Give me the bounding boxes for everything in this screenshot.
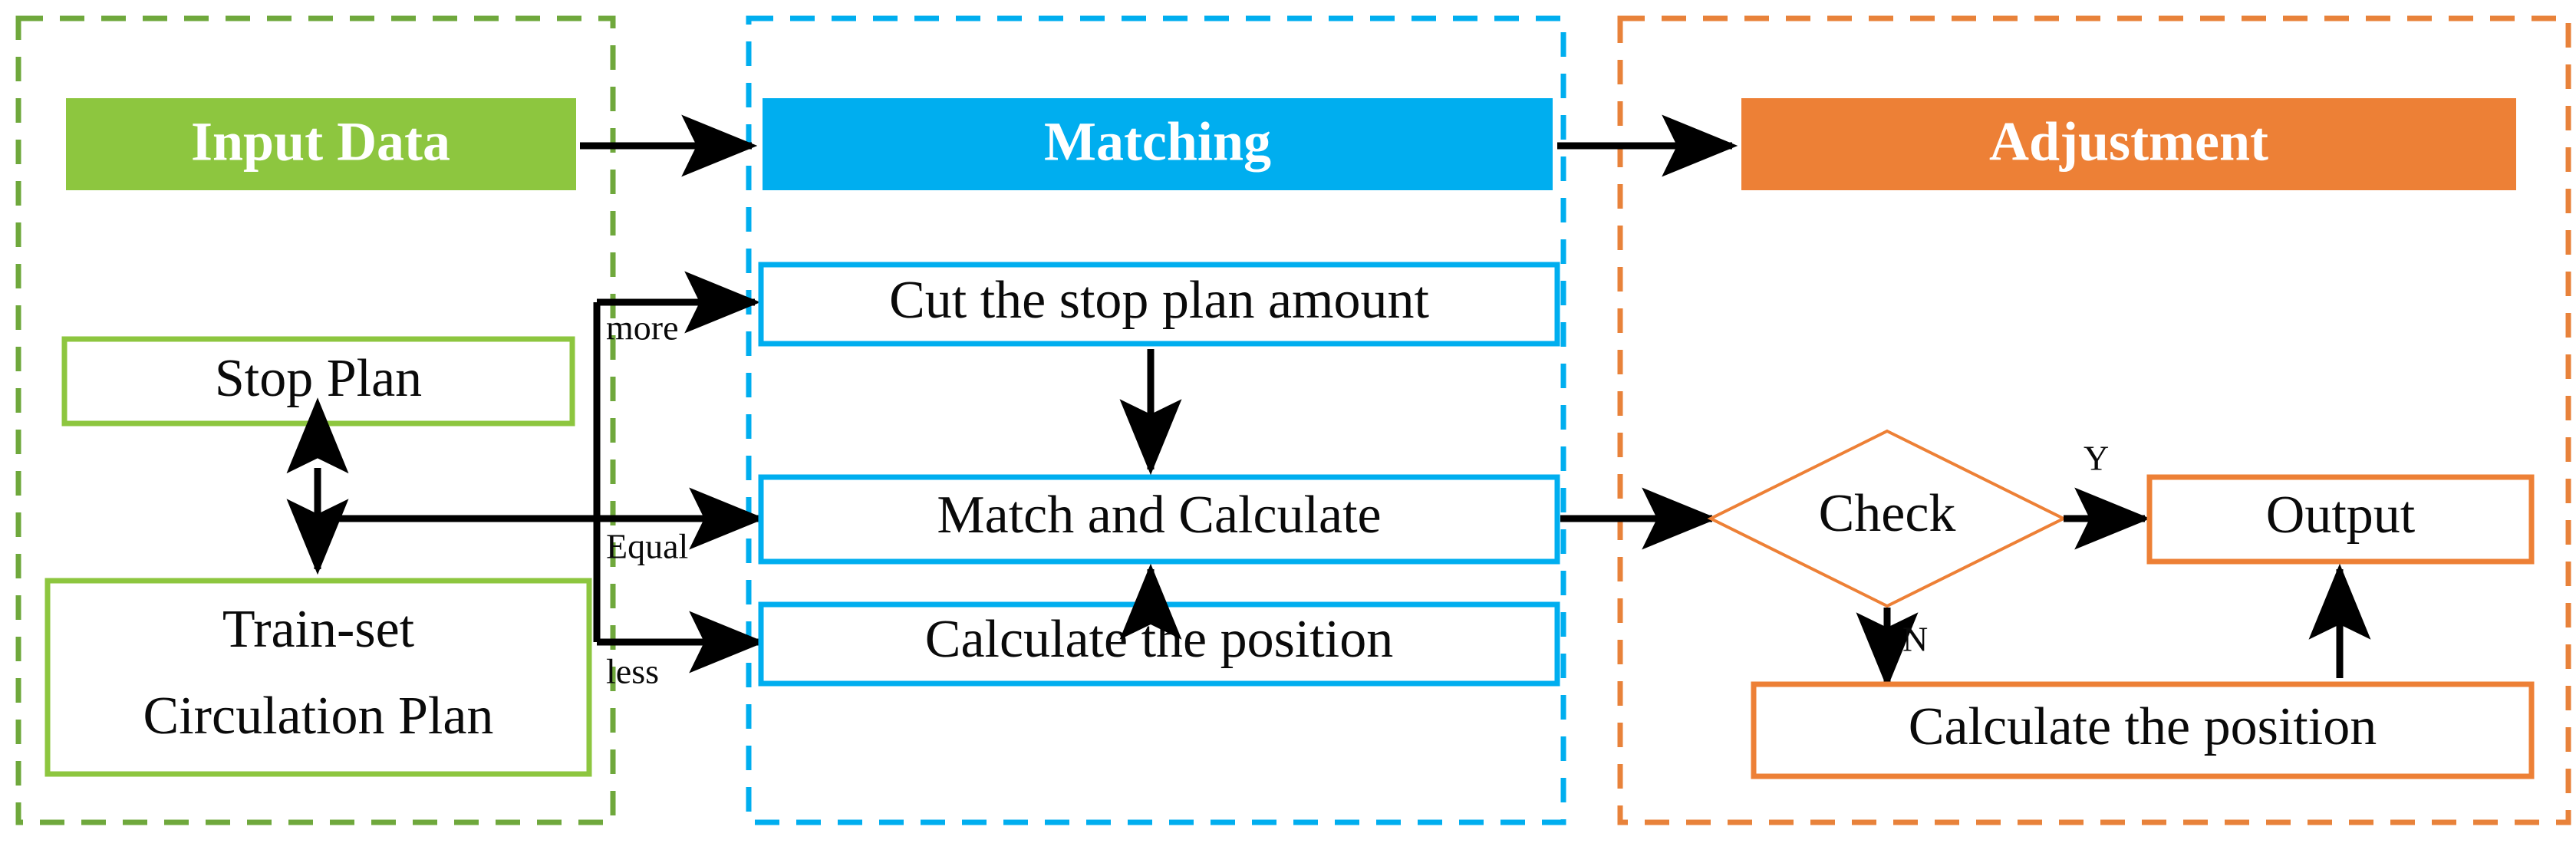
header-banner-matching — [763, 98, 1553, 190]
header-label-input-data: Input Data — [191, 111, 450, 173]
node-calculate-position-adjustment[interactable] — [1751, 681, 2535, 779]
node-label-check: Check — [1819, 484, 1956, 543]
node-label-train-set-line1: Train-set — [222, 600, 415, 659]
node-train-set-circulation-plan[interactable] — [44, 578, 592, 777]
node-label-calculate-position-matching: Calculate the position — [925, 610, 1393, 669]
node-match-and-calculate[interactable] — [758, 474, 1560, 565]
header-label-adjustment: Adjustment — [1989, 111, 2268, 173]
group-container-adjustment — [1617, 15, 2571, 825]
header-banner-input-data — [66, 98, 576, 190]
edge-label-less: less — [606, 652, 659, 691]
node-cut-stop-plan-amount[interactable] — [758, 262, 1560, 347]
node-output[interactable] — [2146, 474, 2535, 565]
node-label-cut-stop-plan-amount: Cut the stop plan amount — [889, 271, 1429, 330]
header-label-matching: Matching — [1044, 111, 1271, 173]
header-banner-adjustment — [1741, 98, 2516, 190]
node-label-match-and-calculate: Match and Calculate — [937, 486, 1381, 545]
group-container-matching — [746, 15, 1566, 825]
group-container-input-data — [15, 15, 616, 825]
node-label-stop-plan: Stop Plan — [215, 349, 422, 408]
node-label-train-set-line2: Circulation Plan — [143, 687, 494, 746]
edge-label-equal: Equal — [606, 527, 688, 566]
edge-label-more: more — [606, 308, 679, 348]
node-label-output: Output — [2266, 486, 2416, 545]
edge-label-no: N — [1902, 620, 1928, 659]
node-check-diamond[interactable] — [1707, 429, 2067, 608]
node-label-calculate-position-adjustment: Calculate the position — [1909, 697, 2377, 756]
edge-label-yes: Y — [2084, 439, 2109, 478]
